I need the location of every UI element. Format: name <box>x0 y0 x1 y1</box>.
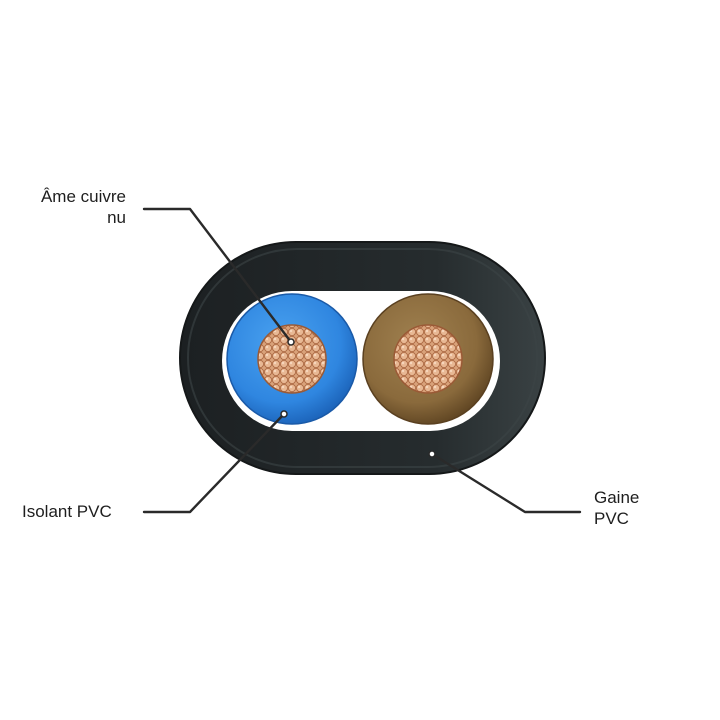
label-isolant-pvc: Isolant PVC <box>22 501 112 522</box>
label-ame-line2: nu <box>107 208 126 227</box>
label-gaine-line2: PVC <box>594 509 629 528</box>
leader-line-ame <box>142 207 293 344</box>
sheath-highlight <box>187 248 538 468</box>
label-ame-cuivre: Âme cuivre nu <box>41 186 126 228</box>
copper-core-blue <box>257 324 327 394</box>
blue-conductor <box>226 293 358 425</box>
leader-line-gaine <box>430 452 582 514</box>
label-ame-line1: Âme cuivre <box>40 187 126 206</box>
leader-line-isolant <box>142 412 286 514</box>
label-gaine-line1: Gaine <box>594 488 640 507</box>
brown-conductor <box>362 293 494 425</box>
copper-core-brown <box>393 324 463 394</box>
label-gaine-pvc: Gaine PVC <box>594 487 639 529</box>
leader-dot-gaine <box>428 450 436 458</box>
leader-dot-isolant <box>280 410 288 418</box>
leader-dot-ame <box>287 338 295 346</box>
label-isolant-line1: Isolant PVC <box>22 502 112 521</box>
